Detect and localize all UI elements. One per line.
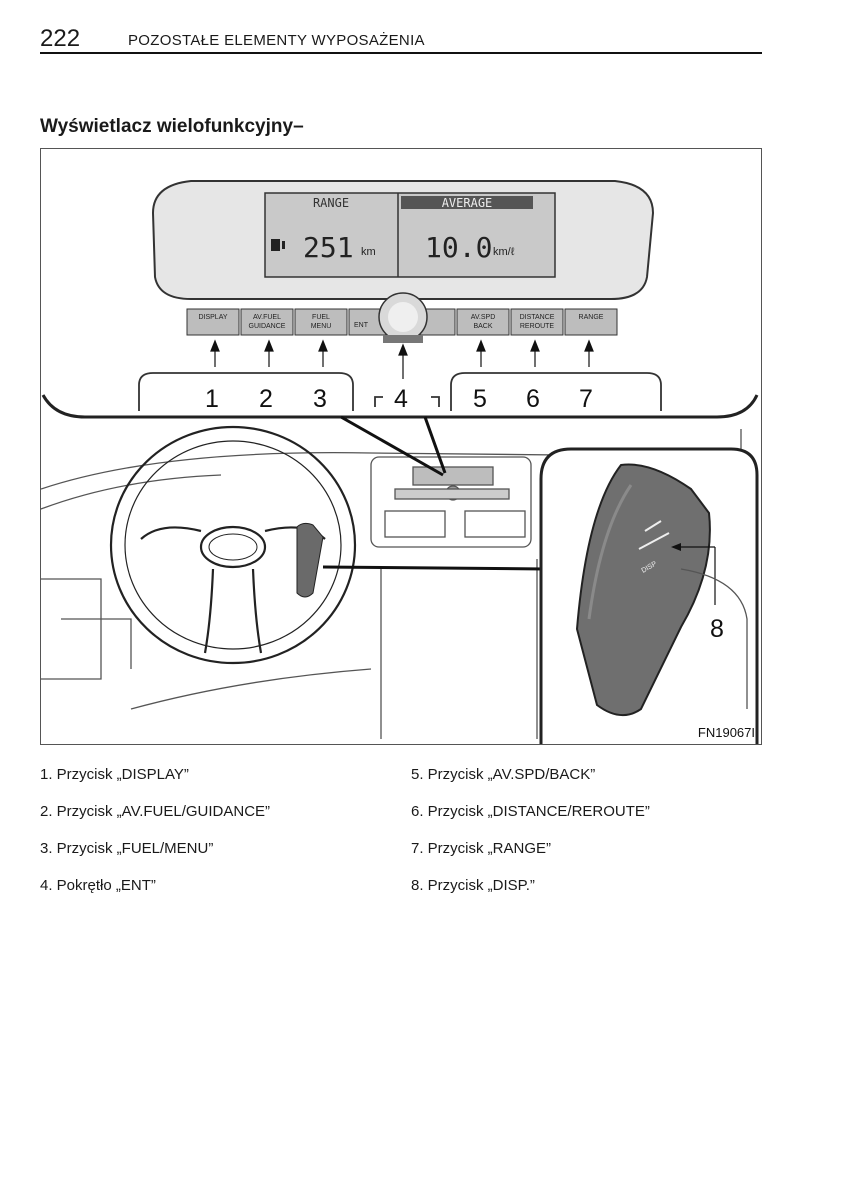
- caption-item: 4. Pokrętło „ENT”: [40, 877, 156, 894]
- av-spd-label: AV.SPD: [471, 314, 496, 321]
- callout-4: 4: [394, 385, 408, 413]
- av-spd-back-button[interactable]: [456, 308, 510, 336]
- fuel-label: FUEL: [312, 314, 330, 321]
- callout-8: 8: [710, 615, 724, 643]
- caption-item: 1. Przycisk „DISPLAY”: [40, 766, 189, 783]
- callout-5: 5: [473, 385, 487, 413]
- ent-label: ENT: [354, 322, 369, 329]
- range-button[interactable]: [564, 308, 618, 336]
- dashboard-illustration: RANGE AVERAGE 251 km 10.0 km/ℓ DISPLAY A…: [40, 148, 762, 745]
- ent-knob[interactable]: [378, 292, 428, 343]
- steering-switch-small: [296, 522, 324, 598]
- display-left-value: 251: [303, 231, 354, 264]
- reroute-label: REROUTE: [520, 323, 555, 330]
- callout-3: 3: [313, 385, 327, 413]
- range-label: RANGE: [579, 314, 604, 321]
- figure-code: FN19067I: [698, 725, 755, 740]
- caption-list-right: 5. Przycisk „AV.SPD/BACK” 6. Przycisk „D…: [411, 766, 650, 914]
- callout-1: 1: [205, 385, 219, 413]
- display-left-label: RANGE: [313, 196, 349, 210]
- left-group-bracket: [138, 372, 354, 411]
- callout-arrows: [210, 339, 594, 379]
- caption-item: 2. Przycisk „AV.FUEL/GUIDANCE”: [40, 803, 271, 820]
- av-fuel-label: AV.FUEL: [253, 314, 281, 321]
- steering-wheel: [109, 425, 357, 665]
- display-button-label: DISPLAY: [198, 314, 227, 321]
- guidance-label: GUIDANCE: [249, 323, 286, 330]
- fuel-menu-button[interactable]: [294, 308, 348, 336]
- section-title: Wyświetlacz wielofunkcyjny–: [40, 116, 304, 137]
- callout-7: 7: [579, 385, 593, 413]
- zoom-leader-lines: [322, 415, 546, 571]
- caption-list-left: 1. Przycisk „DISPLAY” 2. Przycisk „AV.FU…: [40, 766, 270, 914]
- dashboard-sketch: [41, 429, 742, 739]
- distance-label: DISTANCE: [520, 314, 555, 321]
- caption-item: 3. Przycisk „FUEL/MENU”: [40, 840, 214, 857]
- fuel-pump-icon: [271, 239, 285, 251]
- knob-bracket: [374, 396, 440, 407]
- callout-6: 6: [526, 385, 540, 413]
- display-right-value: 10.0: [425, 231, 492, 264]
- callout-2: 2: [259, 385, 273, 413]
- page-header: 222 POZOSTAŁE ELEMENTY WYPOSAŻENIA: [40, 26, 762, 54]
- caption-item: 5. Przycisk „AV.SPD/BACK”: [411, 766, 596, 783]
- display-right-unit: km/ℓ: [493, 246, 515, 258]
- right-group-bracket: [450, 372, 662, 411]
- caption-item: 6. Przycisk „DISTANCE/REROUTE”: [411, 803, 650, 820]
- page-number: 222: [40, 25, 81, 52]
- av-fuel-guidance-button[interactable]: [240, 308, 294, 336]
- caption-item: 7. Przycisk „RANGE”: [411, 840, 552, 857]
- back-label: BACK: [473, 323, 492, 330]
- display-button[interactable]: [186, 308, 240, 336]
- running-title: POZOSTAŁE ELEMENTY WYPOSAŻENIA: [128, 32, 425, 49]
- detail-boundary: [41, 394, 759, 419]
- distance-reroute-button[interactable]: [510, 308, 564, 336]
- caption-item: 8. Przycisk „DISP.”: [411, 877, 535, 894]
- display-left-unit: km: [361, 246, 376, 258]
- menu-label: MENU: [311, 323, 332, 330]
- illustration-canvas: RANGE AVERAGE 251 km 10.0 km/ℓ DISPLAY A…: [41, 180, 759, 744]
- display-right-label: AVERAGE: [442, 196, 493, 210]
